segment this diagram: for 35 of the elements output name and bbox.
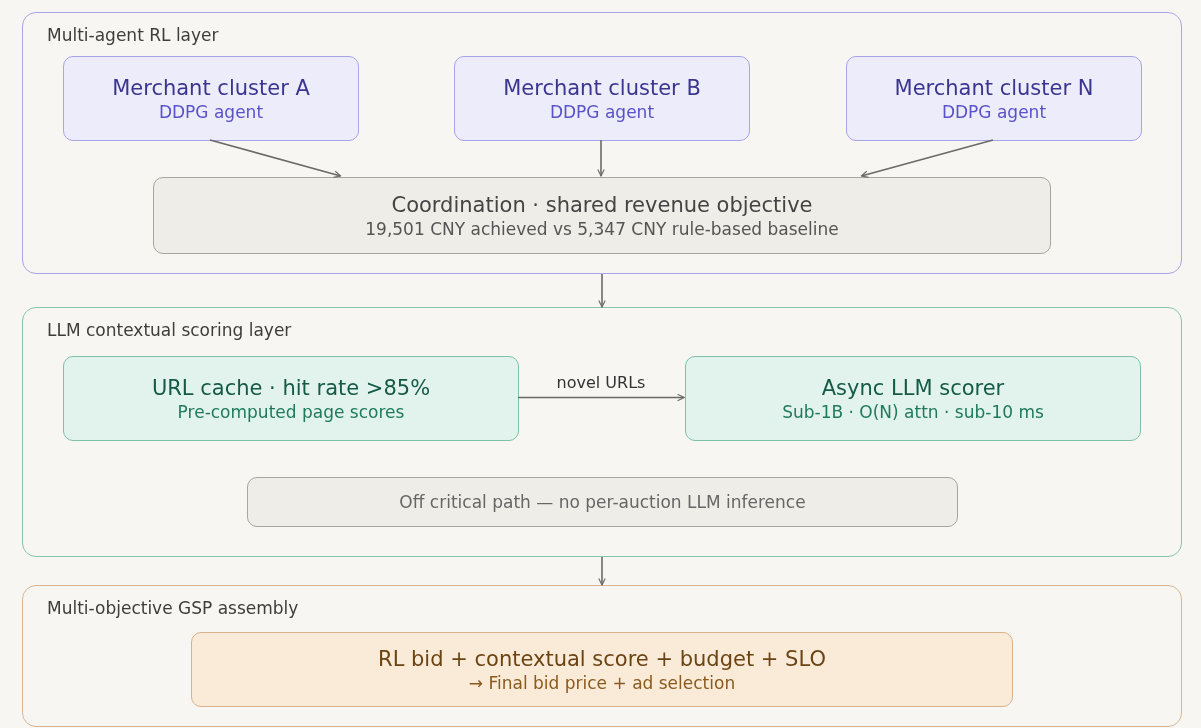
box-title: Off critical path — no per-auction LLM inference xyxy=(399,492,806,512)
process-box xyxy=(454,56,750,141)
box-title: URL cache · hit rate >85% xyxy=(151,375,431,400)
arrow xyxy=(517,393,685,402)
box-subtitle: Sub-1B · O(N) attn · sub-10 ms xyxy=(782,401,1044,422)
box-title: Merchant cluster N xyxy=(894,75,1094,100)
box-subtitle: DDPG agent xyxy=(158,101,264,122)
box-subtitle: DDPG agent xyxy=(549,101,655,122)
arrow xyxy=(598,556,606,586)
layer-panel xyxy=(22,585,1182,727)
process-box xyxy=(846,56,1142,141)
layer-panel xyxy=(22,307,1182,557)
box-title: Merchant cluster B xyxy=(503,75,701,100)
process-box xyxy=(63,356,519,441)
process-box xyxy=(63,56,359,141)
arrow xyxy=(597,139,605,177)
process-box xyxy=(685,356,1141,441)
process-box xyxy=(153,177,1051,254)
box-subtitle: → Final bid price + ad selection xyxy=(468,672,736,693)
layer-panel xyxy=(22,12,1182,274)
note-box xyxy=(247,477,958,527)
box-title: Merchant cluster A xyxy=(112,75,310,100)
box-subtitle: DDPG agent xyxy=(941,101,1047,122)
box-title: RL bid + contextual score + budget + SLO xyxy=(378,646,826,671)
process-box xyxy=(191,632,1013,707)
arrow xyxy=(598,273,606,308)
arrow xyxy=(860,139,994,178)
box-title: Async LLM scorer xyxy=(821,375,1005,400)
layer-title: Multi-agent RL layer xyxy=(47,25,219,45)
box-subtitle: 19,501 CNY achieved vs 5,347 CNY rule-based baseline xyxy=(365,218,839,239)
layer-title: LLM contextual scoring layer xyxy=(47,320,292,340)
box-title: Coordination · shared revenue objective xyxy=(391,192,813,217)
box-subtitle: Pre-computed page scores xyxy=(177,401,405,422)
arrow xyxy=(209,139,342,178)
layer-title: Multi-objective GSP assembly xyxy=(47,598,299,618)
